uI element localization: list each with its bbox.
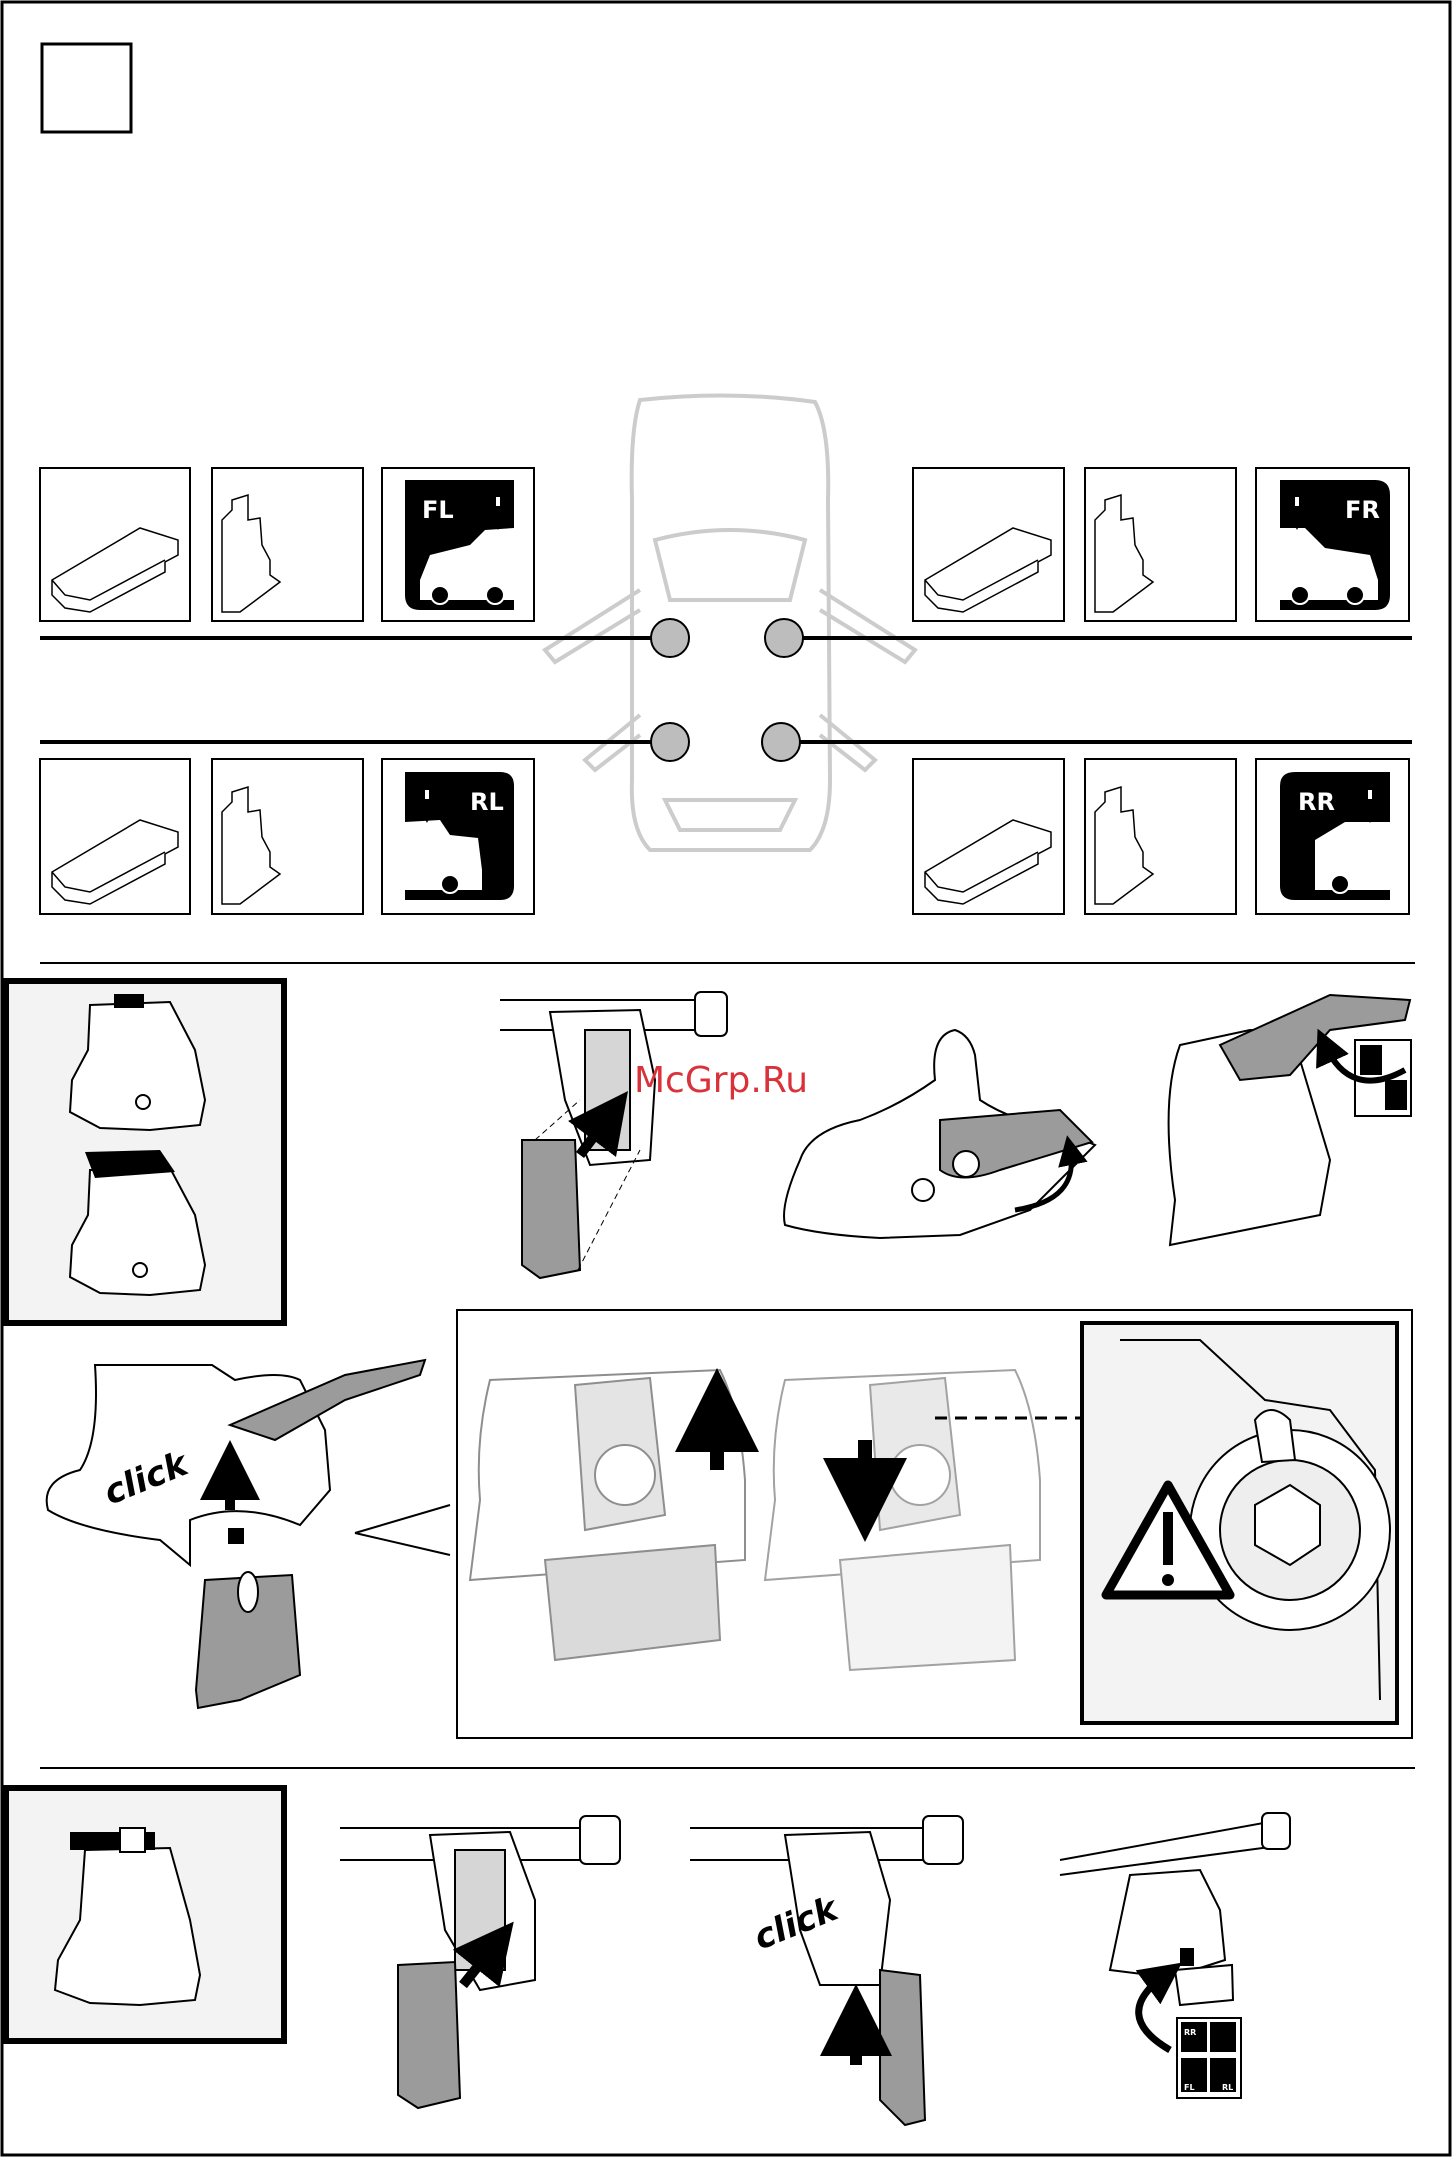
arrow-icon [1139, 1975, 1170, 2050]
open-cover-illustration [784, 1030, 1095, 1238]
sticker-fl-label: FL [1184, 2083, 1195, 2092]
foot-dot-rr [762, 723, 800, 761]
foot-dot-rl [651, 723, 689, 761]
sticker-rr-label: RR [1184, 2028, 1196, 2037]
foot-dot-fl [651, 619, 689, 657]
fr-parts-group: FR [913, 468, 1409, 621]
rr-parts-group: RR [913, 759, 1409, 914]
position-sticker-icon [1180, 1948, 1194, 1966]
foot-dot-fr [765, 619, 803, 657]
apply-sticker-illustration [1169, 995, 1411, 1245]
foot-cap-small [114, 994, 144, 1008]
insert-bracket-illustration [500, 992, 727, 1278]
fl-parts-group: FL [40, 468, 534, 621]
section-b: click [47, 1310, 1412, 1738]
click-bracket-illustration: click [690, 1816, 963, 2125]
watermark: McGrp.Ru [634, 1060, 808, 1101]
rl-parts-group: RL [40, 759, 534, 914]
rr-label: RR [1298, 788, 1335, 816]
callout-lines [355, 1505, 450, 1555]
assembled-foot-illustration: RR FL RL [1060, 1813, 1290, 2098]
section-c: click RR FL RL [6, 1788, 1290, 2125]
sticker-rl-label: RL [1222, 2083, 1233, 2092]
rl-label: RL [470, 788, 504, 816]
step-number-box [42, 44, 131, 132]
section-a [6, 981, 1411, 1323]
insert-bracket-illustration-2 [340, 1816, 620, 2108]
fr-label: FR [1345, 496, 1380, 524]
car-top-view [545, 395, 915, 850]
fl-label: FL [422, 496, 454, 524]
click-install-illustration: click [47, 1360, 425, 1708]
